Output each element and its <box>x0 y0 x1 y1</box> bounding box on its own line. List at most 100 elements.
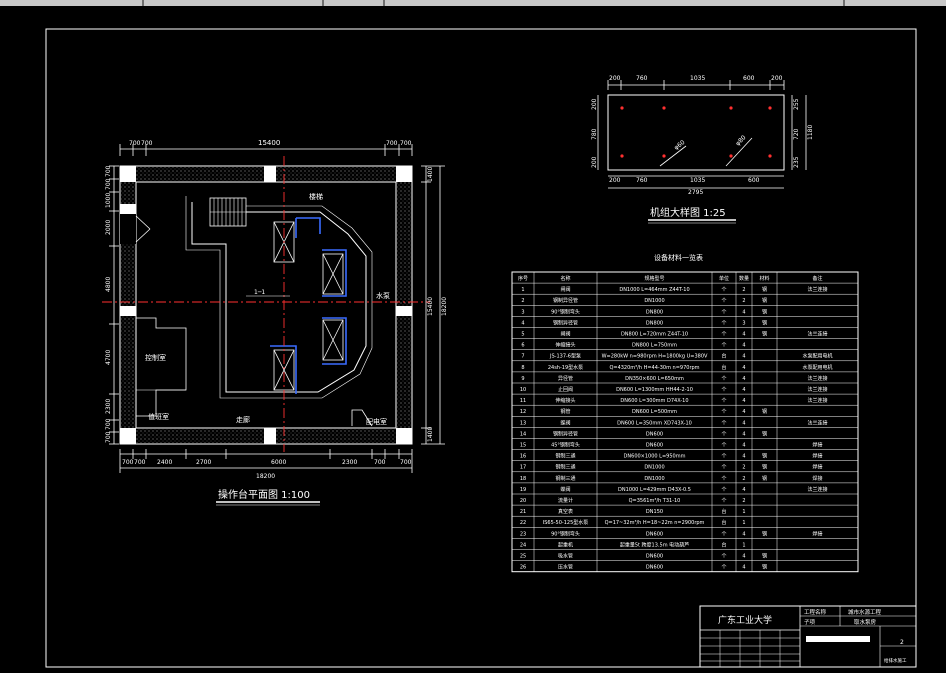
bom-cell: 钢管 <box>560 408 570 415</box>
bom-cell: 2 <box>742 298 745 304</box>
bom-cell: 钢 <box>762 453 767 460</box>
bom-cell: 1 <box>742 542 745 548</box>
bom-cell: 钢 <box>762 319 767 326</box>
bom-cell: 26 <box>520 565 526 571</box>
unit-left-dim-2: 780 <box>591 128 598 140</box>
bom-cell: 2 <box>742 476 745 482</box>
tb-label-design: 工程名称 <box>804 608 827 616</box>
bom-cell: 个 <box>721 298 726 304</box>
bom-cell: 法兰连接 <box>807 330 827 337</box>
bom-cell: 13 <box>520 420 526 426</box>
bom-cell: 1 <box>742 520 745 526</box>
plan-right-dim-1: 1400 <box>427 167 434 182</box>
bom-cell: DN600 L=1300mm HH44-2-10 <box>616 387 693 393</box>
bom-cell: 个 <box>721 442 726 448</box>
bom-cell: 2 <box>742 287 745 293</box>
bom-cell: 水泵配用电机 <box>802 364 832 371</box>
bom-cell: 45°钢制弯头 <box>551 441 580 448</box>
unit-top-dim-3: 1035 <box>690 75 705 82</box>
bom-cell: 4 <box>742 565 745 571</box>
bom-cell: 4 <box>742 387 745 393</box>
plan-top-dim-2: 700 <box>141 140 153 147</box>
bom-cell: 钢 <box>762 330 767 337</box>
bom-cell: 11 <box>520 398 526 404</box>
bom-cell: 止回阀 <box>558 386 573 393</box>
bom-cell: 个 <box>721 320 726 326</box>
unit-detail-drawing: 200 760 1035 600 200 φ60 φ80 200 780 200 <box>591 75 814 224</box>
room-lower-right: 配电室 <box>366 417 387 426</box>
bom-cell: 法兰连接 <box>807 375 827 382</box>
bom-cell: 4 <box>521 320 524 326</box>
bom-cell: DN600 <box>646 565 663 571</box>
bom-cell: 焊接 <box>812 441 822 448</box>
plan-top-dim-4: 700 <box>386 140 398 147</box>
bom-cell: 2 <box>742 465 745 471</box>
bom-cell: 16 <box>520 454 526 460</box>
plan-top-dim-3: 15400 <box>258 139 280 147</box>
bom-cell: DN800 <box>646 309 663 315</box>
bom-cell: 法兰连接 <box>807 419 827 426</box>
cad-drawing-canvas: 700 700 15400 700 700 <box>0 6 946 673</box>
bom-cell: 个 <box>721 454 726 460</box>
room-control: 控制室 <box>145 353 166 362</box>
bom-cell: 4 <box>742 553 745 559</box>
drawing-border <box>45 28 917 668</box>
plan-top-dim-5: 700 <box>400 140 412 147</box>
bom-cell: 闸阀 <box>560 286 570 293</box>
bom-cell: 台 <box>721 364 726 371</box>
bom-cell: 20 <box>520 498 526 504</box>
bom-cell: 吸水管 <box>558 552 573 559</box>
bom-header-cell: 备注 <box>812 275 822 282</box>
bom-header-cell: 规格型号 <box>644 275 664 282</box>
bom-cell: 钢 <box>762 564 767 571</box>
bom-cell: 12 <box>520 409 526 415</box>
school-name: 广东工业大学 <box>718 614 772 626</box>
bom-cell: 19 <box>520 487 526 493</box>
bom-cell: 90°钢制弯头 <box>551 308 580 315</box>
plan-right-dim-2: 15400 <box>427 297 434 316</box>
riser-label: 1─1 <box>254 289 265 296</box>
bom-cell: 钢 <box>762 530 767 537</box>
unit-bottom-dim-1: 200 <box>609 177 621 184</box>
plan-left-dim-2: 700 <box>105 178 112 190</box>
bom-cell: 个 <box>721 531 726 537</box>
bom-cell: 钢制三通 <box>555 475 575 482</box>
bom-cell: 焊接 <box>812 464 822 471</box>
bom-cell: 3 <box>521 309 524 315</box>
bom-cell: 个 <box>721 376 726 382</box>
bom-cell: 4 <box>742 420 745 426</box>
bom-cell: 17 <box>520 465 526 471</box>
plan-left-dim-5: 4800 <box>105 277 112 292</box>
bom-cell: 异径管 <box>558 375 573 382</box>
bom-cell: 钢 <box>762 464 767 471</box>
bom-cell: DN1000 L=429mm D43X-0.5 <box>618 487 691 493</box>
plan-bottom-dim-7: 700 <box>374 459 386 466</box>
bom-cell: 22 <box>520 520 526 526</box>
bom-cell: 9 <box>521 376 524 382</box>
bom-cell: DN1000 <box>644 476 664 482</box>
bom-cell: 5 <box>521 331 524 337</box>
plan-bottom-dim-5: 6000 <box>271 459 286 466</box>
unit-top-dim-4: 600 <box>743 75 755 82</box>
unit-right-dim-3: 235 <box>793 156 800 168</box>
bom-cell: JS-137-6型泵 <box>549 353 581 360</box>
bom-cell: 个 <box>721 387 726 393</box>
unit-left-dim-1: 200 <box>591 98 598 110</box>
plan-title: 操作台平面图 1:100 <box>218 488 310 501</box>
unit-bottom-dim-4: 600 <box>748 177 760 184</box>
bom-cell: 个 <box>721 309 726 315</box>
bom-cell: 4 <box>742 454 745 460</box>
bom-cell: DN600 <box>646 442 663 448</box>
bom-cell: 钢制三通 <box>555 464 575 471</box>
bom-cell: 1 <box>521 287 524 293</box>
unit-top-dim-2: 760 <box>636 75 648 82</box>
room-corridor: 走廊 <box>236 415 250 424</box>
bom-cell: 个 <box>721 331 726 337</box>
bom-cell: 10 <box>520 387 526 393</box>
bom-cell: 个 <box>721 420 726 426</box>
bom-cell: 个 <box>721 487 726 493</box>
tb-sheet: 给排水施工 <box>884 657 907 664</box>
bom-cell: DN600 <box>646 553 663 559</box>
bom-header-cell: 材料 <box>759 275 769 282</box>
plan-left-dim-6: 4700 <box>105 350 112 365</box>
